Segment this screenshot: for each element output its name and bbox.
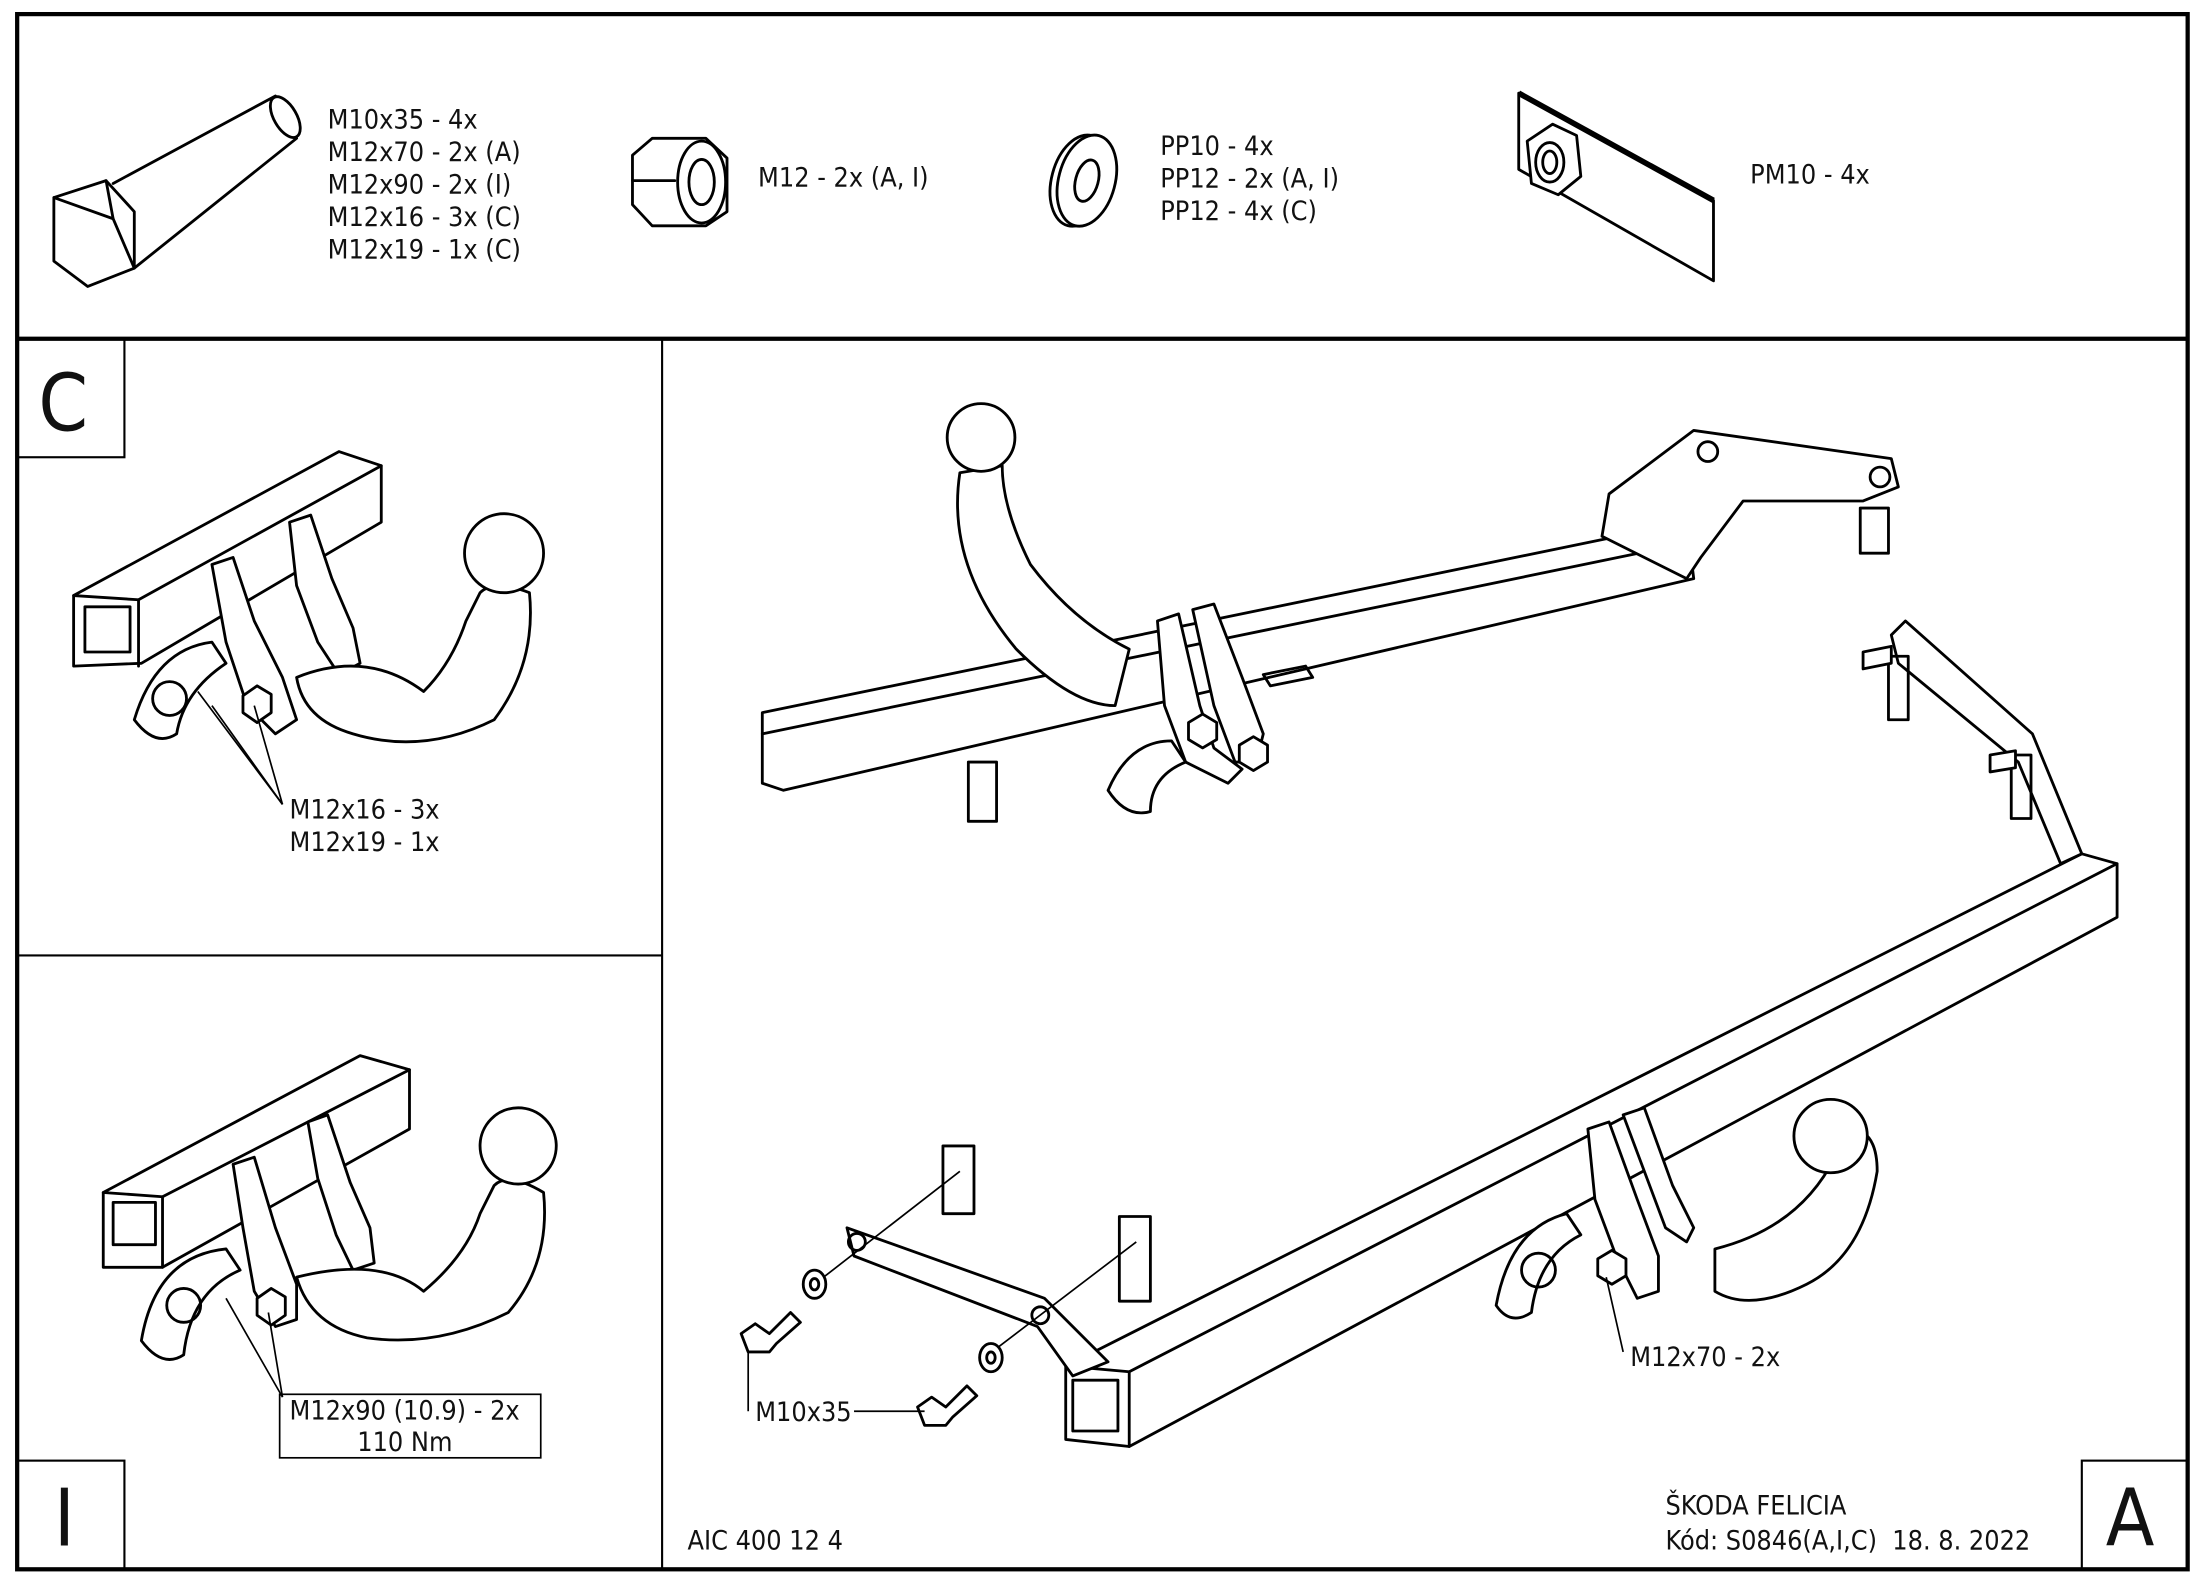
panel-a-side-bolt-label: M10x35 <box>755 1397 851 1428</box>
bolt-spec: M12x90 - 2x (I) <box>328 169 512 200</box>
leader-lines-c <box>197 690 284 805</box>
bolt-spec: M12x19 - 1x (C) <box>328 234 521 265</box>
panel-letter-a: A <box>2106 1472 2155 1564</box>
panel-i-torque-label: 110 Nm <box>357 1427 452 1458</box>
code-and-date: Kód: S0846(A,I,C) 18. 8. 2022 <box>1665 1526 2030 1557</box>
panel-a-bolt-label: M12x70 - 2x <box>1630 1342 1780 1373</box>
bolt-spec: M10x35 - 4x <box>328 104 478 135</box>
leader-lines-i <box>225 1297 284 1398</box>
product-code: AIC 400 12 4 <box>688 1526 843 1557</box>
bolt-icon <box>52 94 302 288</box>
washer-list: PP10 - 4x PP12 - 2x (A, I) PP12 - 4x (C) <box>1160 131 1339 227</box>
panel-c-bolt-label: M12x19 - 1x <box>290 827 440 858</box>
towbar-detail-i <box>101 1054 558 1361</box>
towbar-assembly-bottom <box>813 619 2119 1448</box>
plate-nut-spec: PM10 - 4x <box>1750 159 1870 190</box>
panel-c-bolt-label: M12x16 - 3x <box>290 795 440 826</box>
washer-spec: PP12 - 4x (C) <box>1160 196 1317 227</box>
bolt-list: M10x35 - 4x M12x70 - 2x (A) M12x90 - 2x … <box>328 104 521 265</box>
panel-i-bolt-label: M12x90 (10.9) - 2x <box>290 1396 520 1427</box>
towbar-assembly-top <box>760 402 1900 823</box>
washer-spec: PP12 - 2x (A, I) <box>1160 164 1339 195</box>
plate-nut-icon <box>1517 90 1715 283</box>
nut-spec: M12 - 2x (A, I) <box>758 162 928 193</box>
washer-spec: PP10 - 4x <box>1160 131 1273 162</box>
bolt-spec: M12x70 - 2x (A) <box>328 137 521 168</box>
drawing-frame <box>15 11 2190 1572</box>
nut-icon <box>631 136 729 228</box>
panel-letter-c: C <box>38 357 88 449</box>
bolt-spec: M12x16 - 3x (C) <box>328 202 521 233</box>
vehicle-name: ŠKODA FELICIA <box>1665 1489 1846 1521</box>
washer-icon <box>1048 133 1119 228</box>
towbar-detail-c <box>72 450 545 744</box>
torque-label-box <box>278 1393 542 1459</box>
leader-lines-a <box>747 1276 1624 1413</box>
panel-letter-i: I <box>54 1472 75 1564</box>
loose-fasteners <box>739 1268 1004 1427</box>
